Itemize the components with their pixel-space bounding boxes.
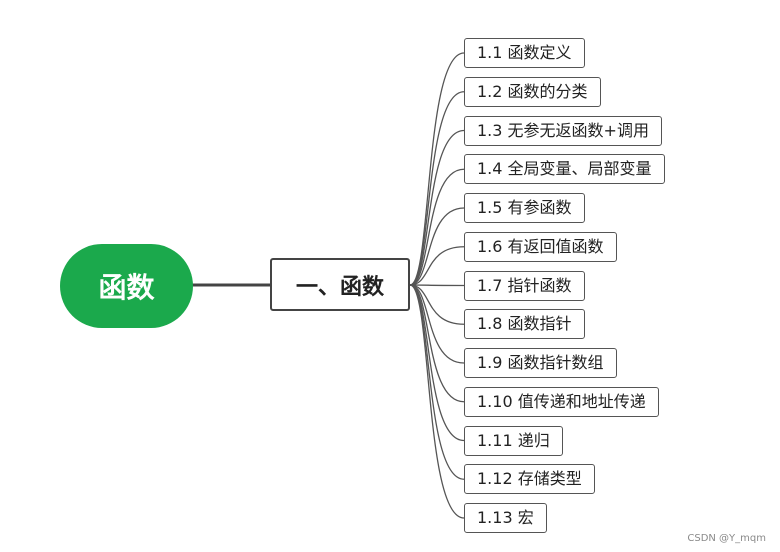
branch-connector (409, 284, 465, 442)
root-topic[interactable]: 函数 (60, 244, 193, 328)
subtopic-node[interactable]: 1.1 函数定义 (464, 38, 585, 68)
branch-connector (409, 284, 465, 325)
subtopic-node[interactable]: 1.4 全局变量、局部变量 (464, 154, 665, 185)
subtopic-node[interactable]: 1.3 无参无返函数+调用 (464, 115, 662, 146)
branch-connector (409, 284, 465, 287)
subtopic-node[interactable]: 1.5 有参函数 (464, 193, 585, 223)
subtopic-node[interactable]: 1.12 存储类型 (464, 464, 595, 495)
root-topic-label: 函数 (98, 271, 155, 304)
subtopic-node[interactable]: 1.11 递归 (464, 425, 563, 456)
branch-connector (409, 52, 465, 286)
branch-connector (409, 129, 465, 286)
subtopic-node[interactable]: 1.6 有返回值函数 (464, 231, 617, 262)
watermark: CSDN @Y_mqm (687, 533, 766, 544)
subtopic-list: 1.1 函数定义 1.2 函数的分类 1.3 无参无返函数+调用 1.4 全局变… (464, 0, 764, 552)
branch-connector (409, 246, 465, 286)
branch-connector (409, 207, 465, 286)
subtopic-node[interactable]: 1.8 函数指针 (464, 309, 585, 340)
main-topic[interactable]: 一、函数 (270, 258, 410, 311)
branch-connector (409, 284, 465, 519)
subtopic-node[interactable]: 1.10 值传递和地址传递 (464, 386, 659, 417)
subtopic-node[interactable]: 1.2 函数的分类 (464, 76, 601, 107)
main-topic-label: 一、函数 (295, 274, 384, 300)
subtopic-node[interactable]: 1.7 指针函数 (464, 270, 585, 301)
subtopic-node[interactable]: 1.9 函数指针数组 (464, 348, 617, 378)
branch-connector (409, 168, 465, 286)
subtopic-node[interactable]: 1.13 宏 (464, 503, 547, 533)
